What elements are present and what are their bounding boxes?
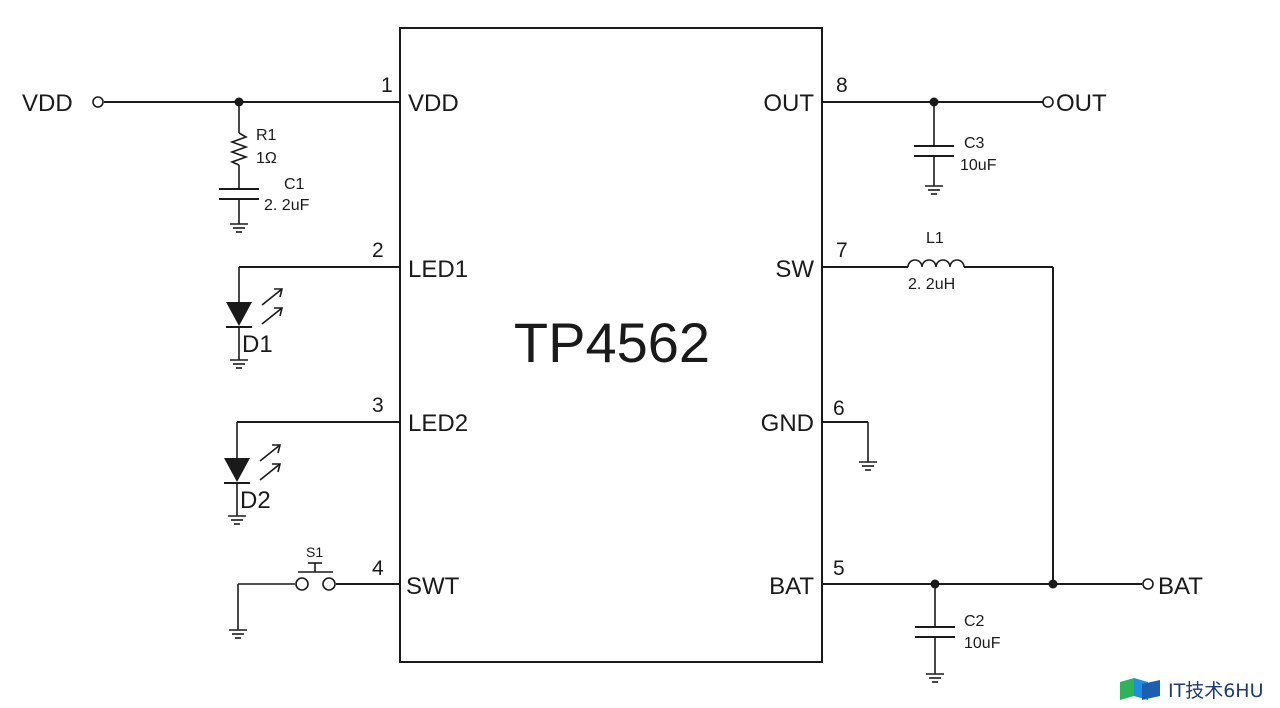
ground-symbol-d2 [228,515,246,525]
swt-net [237,583,400,630]
chip-name: TP4562 [514,311,710,374]
s1-ref: S1 [306,544,323,560]
pin-name-out: OUT [763,90,814,117]
pin-name-led1: LED1 [408,256,468,283]
pin-name-sw: SW [775,256,814,283]
ground-symbol-d1 [230,359,248,369]
l1-ref: L1 [926,230,944,247]
c1-value: 2. 2uF [264,197,310,214]
pin-number-1: 1 [381,74,393,97]
ground-symbol-c3 [925,185,943,195]
pin-number-6: 6 [833,397,845,420]
d1-diode [226,302,252,360]
pin-number-2: 2 [372,239,384,262]
s1-pushbutton [295,562,336,591]
out-terminal-label: OUT [1056,90,1107,117]
pin-number-5: 5 [833,557,845,580]
bat-net [822,579,1142,627]
gnd-net [822,421,869,462]
d2-ref: D2 [240,487,271,514]
vdd-terminal [92,96,104,108]
pin-name-bat: BAT [769,573,814,600]
ground-symbol-c2 [926,673,944,683]
d2-light-arrows-icon [259,444,282,481]
pin-name-vdd: VDD [408,90,459,117]
pin-number-7: 7 [836,239,848,262]
c3-capacitor [914,145,954,186]
bat-terminal-label: BAT [1158,573,1203,600]
c3-value: 10uF [960,157,997,174]
d1-ref: D1 [242,331,273,358]
r1-value: 1Ω [256,150,277,167]
pin-name-swt: SWT [406,573,460,600]
r1-ref: R1 [256,127,277,144]
c1-capacitor [219,165,259,224]
l1-value: 2. 2uH [908,276,955,293]
d1-light-arrows-icon [261,288,284,325]
watermark-logo-icon [1120,678,1160,700]
ground-symbol-c1 [230,223,248,233]
out-terminal [1042,96,1054,108]
d2-diode [224,458,250,516]
watermark-text: IT技术6HU [1168,679,1264,702]
out-net [822,97,1043,146]
c2-capacitor [915,626,955,674]
led2-net [236,421,400,458]
ground-symbol-gnd [859,461,877,471]
c3-ref: C3 [964,135,985,152]
c1-ref: C1 [284,176,305,193]
vdd-terminal-label: VDD [22,90,73,117]
chip-body [399,27,823,663]
r1-resistor [229,132,249,166]
vdd-net [104,97,400,133]
pin-number-4: 4 [372,557,384,580]
pin-name-gnd: GND [761,410,814,437]
pin-number-8: 8 [836,74,848,97]
ground-symbol-s1 [229,629,247,639]
pin-number-3: 3 [372,394,384,417]
bat-terminal [1142,578,1154,590]
pin-name-led2: LED2 [408,410,468,437]
led1-net [238,266,400,302]
l1-inductor [907,259,965,268]
watermark: IT技术6HU [1118,674,1264,704]
sw-net [822,266,1054,584]
c2-ref: C2 [964,613,985,630]
c2-value: 10uF [964,635,1001,652]
